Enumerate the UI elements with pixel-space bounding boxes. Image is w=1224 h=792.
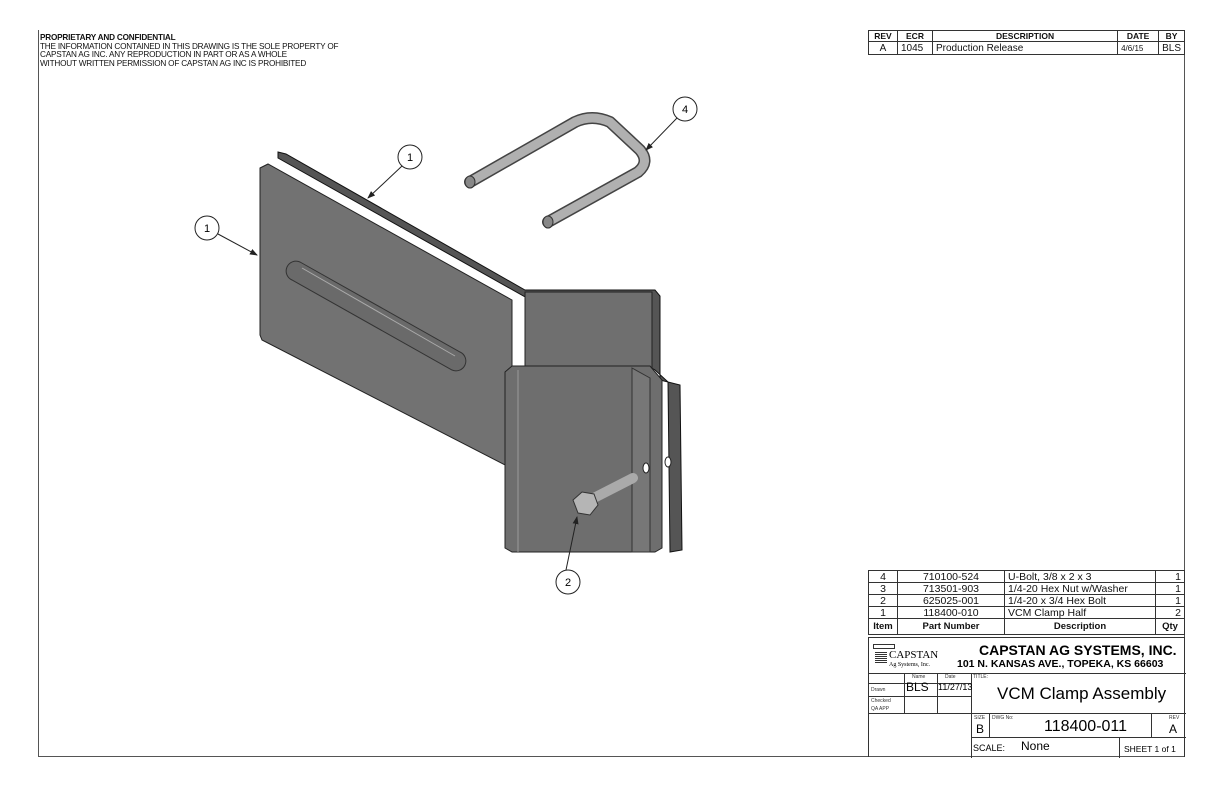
part-number-header: Part Number <box>897 618 1005 635</box>
company-address: 101 N. KANSAS AVE., TOPEKA, KS 66603 <box>957 658 1164 670</box>
date-cell: 4/6/15 <box>1117 41 1160 55</box>
part-cell: 625025-001 <box>897 594 1005 607</box>
item-cell: 1 <box>868 606 898 619</box>
bolt-shank <box>585 473 638 505</box>
balloon-label: 4 <box>682 104 688 116</box>
qty-cell: 2 <box>1155 606 1185 619</box>
balloon-label: 1 <box>407 152 413 164</box>
balloon-item-2: 2 <box>555 569 581 595</box>
desc-cell: U-Bolt, 3/8 x 2 x 3 <box>1004 570 1156 583</box>
notice-title: PROPRIETARY AND CONFIDENTIAL <box>40 33 176 42</box>
company-name: CAPSTAN AG SYSTEMS, INC. <box>979 642 1177 658</box>
drawing-number: 118400-011 <box>1044 718 1128 735</box>
dwg-no-label: DWG No: <box>992 715 1014 721</box>
item-cell: 2 <box>868 594 898 607</box>
rev-label: REV <box>1169 715 1180 721</box>
clamp-half-back <box>277 151 683 553</box>
logo-subtitle: Ag Systems, Inc. <box>889 662 930 668</box>
description-cell: Production Release <box>931 41 1119 55</box>
logo-name: CAPSTAN <box>889 649 939 661</box>
slot <box>285 260 467 372</box>
balloon-item-1: 1 <box>194 215 220 241</box>
desc-cell: 1/4-20 Hex Nut w/Washer <box>1004 582 1156 595</box>
checked-label: Checked <box>871 698 891 704</box>
drawn-date: 11/27/13 <box>938 682 973 692</box>
item-header: Item <box>868 618 898 635</box>
part-cell: 118400-010 <box>897 606 1005 619</box>
title-label: TITLE: <box>973 674 989 680</box>
balloon-item-4: 4 <box>672 96 698 122</box>
desc-cell: VCM Clamp Half <box>1004 606 1156 619</box>
qty-cell: 1 <box>1155 582 1185 595</box>
title-block: CAPSTAN Ag Systems, Inc. CAPSTAN AG SYST… <box>868 637 1186 758</box>
scale-value: None <box>1021 739 1050 753</box>
company-logo: CAPSTAN Ag Systems, Inc. <box>873 644 939 670</box>
by-cell: BLS <box>1158 41 1185 55</box>
size-label: SIZE <box>974 715 986 721</box>
qty-cell: 1 <box>1155 594 1185 607</box>
drawing-rev: A <box>1169 722 1178 736</box>
qty-header: Qty <box>1155 618 1185 635</box>
description-header: Description <box>1004 618 1156 635</box>
notice-line: WITHOUT WRITTEN PERMISSION OF CAPSTAN AG… <box>40 58 307 68</box>
qa-label: QA APP <box>871 706 890 712</box>
scale-label: SCALE: <box>973 743 1006 753</box>
notice-line: THE INFORMATION CONTAINED IN THIS DRAWIN… <box>40 41 339 51</box>
clamp-box-back <box>524 291 653 369</box>
confidentiality-notice: PROPRIETARY AND CONFIDENTIAL THE INFORMA… <box>40 33 339 68</box>
item-cell: 3 <box>868 582 898 595</box>
balloon-label: 1 <box>204 223 210 235</box>
desc-cell: 1/4-20 x 3/4 Hex Bolt <box>1004 594 1156 607</box>
drawing-border <box>38 30 1185 757</box>
part-cell: 710100-524 <box>897 570 1005 583</box>
sheet-size: B <box>976 722 985 736</box>
drawn-name: BLS <box>906 680 929 694</box>
balloon-label: 2 <box>565 577 571 589</box>
part-cell: 713501-903 <box>897 582 1005 595</box>
qty-cell: 1 <box>1155 570 1185 583</box>
sheet-number: SHEET 1 of 1 <box>1124 744 1176 754</box>
name-label: Name <box>912 674 926 680</box>
drawing-title: VCM Clamp Assembly <box>997 684 1167 703</box>
bolt-head <box>572 491 599 516</box>
balloon-item-1: 1 <box>397 144 423 170</box>
drawn-label: Drawn <box>871 687 886 693</box>
clamp-box-front <box>504 365 663 553</box>
item-cell: 4 <box>868 570 898 583</box>
notice-line: CAPSTAN AG INC. ANY REPRODUCTION IN PART… <box>40 50 287 59</box>
date-label: Date <box>945 674 956 680</box>
